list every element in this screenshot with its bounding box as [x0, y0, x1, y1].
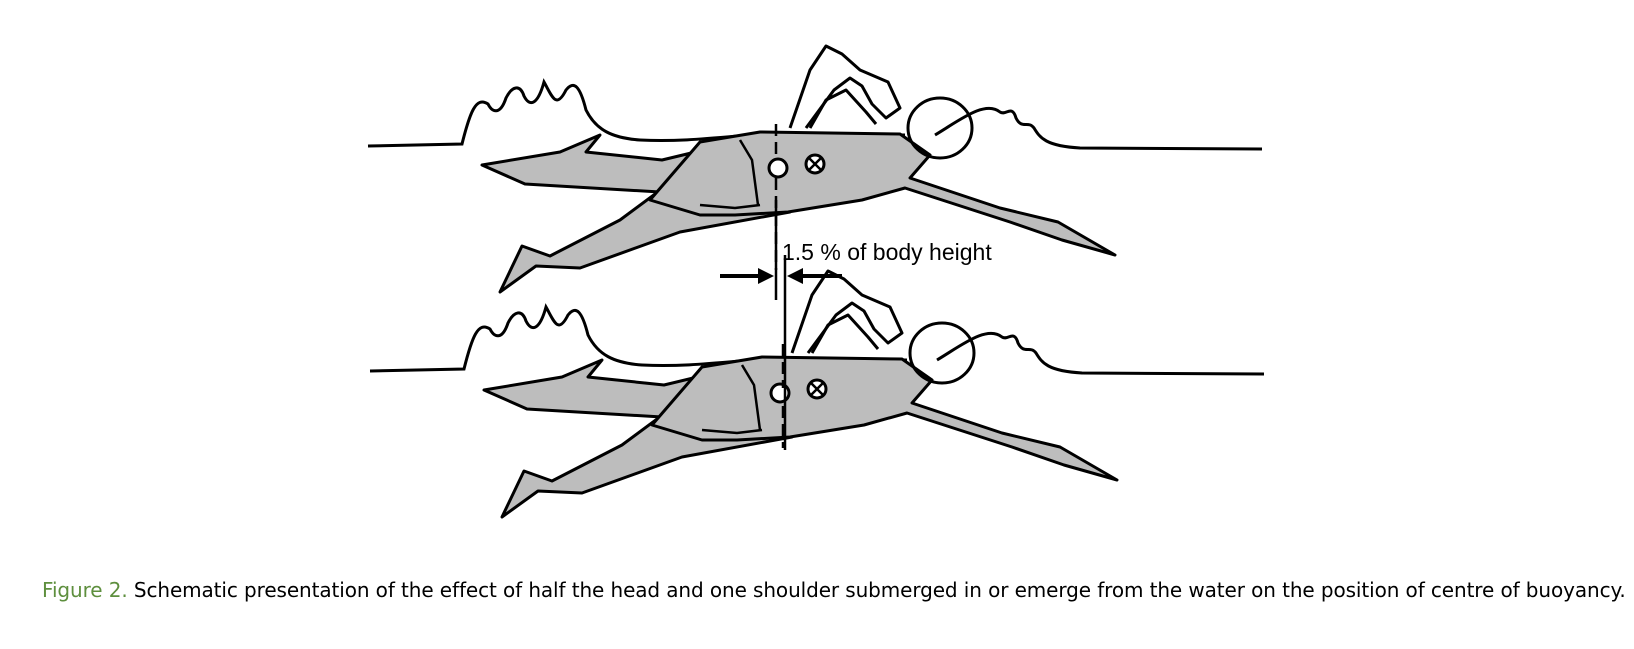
measurement-arrows: [720, 268, 842, 284]
figure-caption: Figure 2. Schematic presentation of the …: [42, 578, 1626, 602]
caption-text: Schematic presentation of the effect of …: [133, 578, 1626, 602]
measurement-label: 1.5 % of body height: [782, 239, 992, 265]
swimmer-bottom: [368, 269, 1266, 519]
schematic-figure: 1.5 % of body height: [366, 44, 1266, 519]
caption-label: Figure 2.: [42, 578, 128, 602]
